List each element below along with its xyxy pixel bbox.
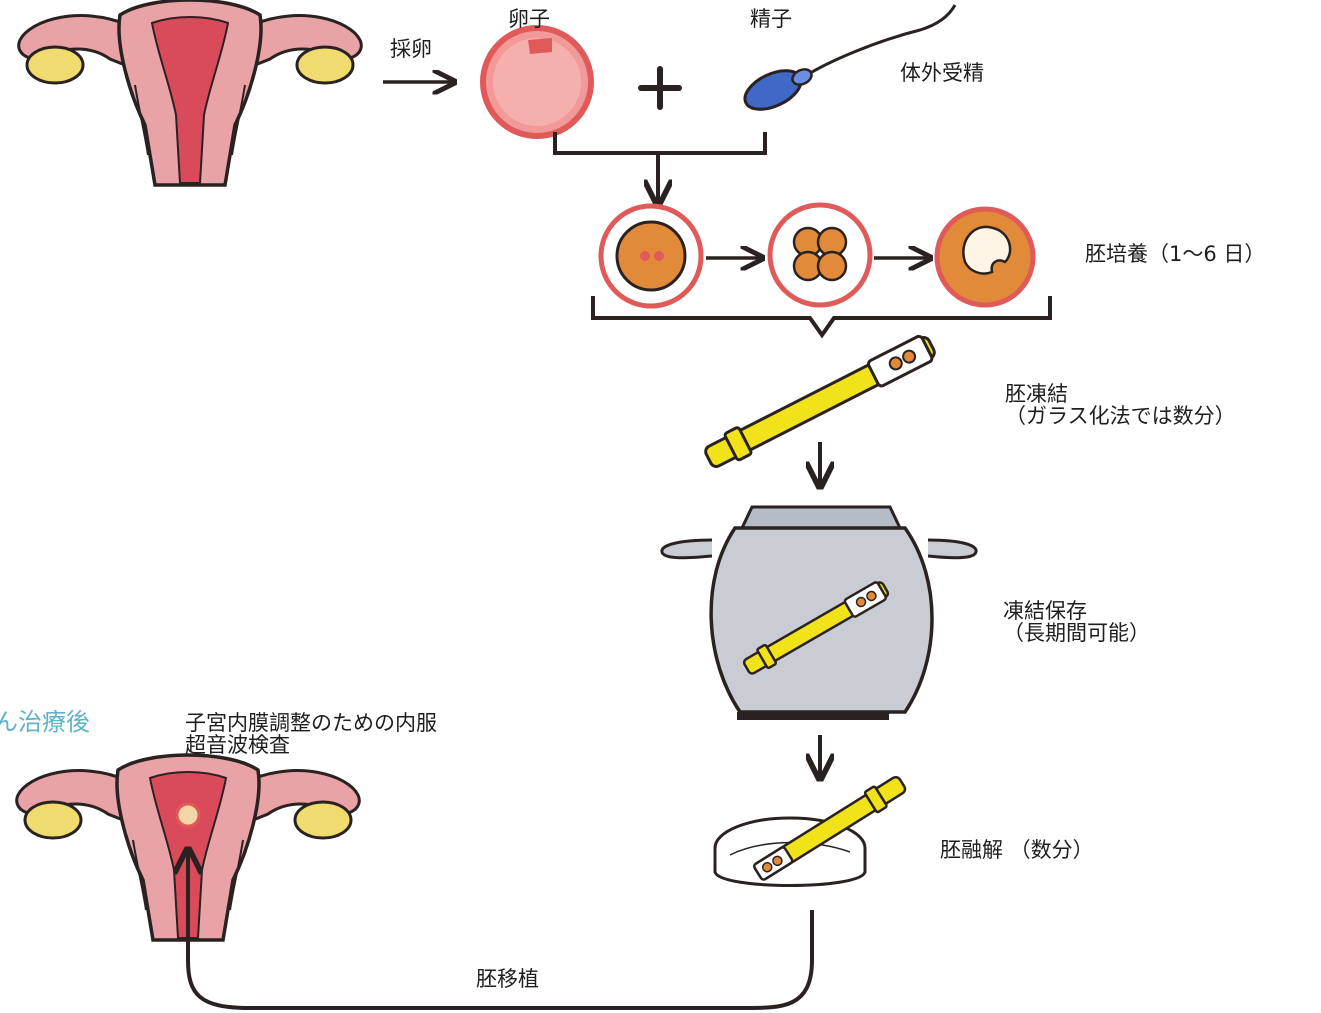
label-storage-line2: （長期間可能） <box>1003 622 1150 645</box>
thaw-dish-illustration <box>715 773 908 886</box>
bracket-fertilization <box>555 132 765 153</box>
label-embryo-thaw: 胚融解 （数分） <box>940 839 1094 862</box>
label-storage-line1: 凍結保存 <box>1003 600 1087 623</box>
embryo-stage-1 <box>601 206 701 306</box>
label-after-treatment: ん治療後 <box>0 711 90 734</box>
label-freeze-line2: （ガラス化法では数分） <box>1005 405 1236 428</box>
label-ivf: 体外受精 <box>900 62 984 85</box>
storage-tank-illustration <box>662 507 976 720</box>
label-freeze-line1: 胚凍結 <box>1005 383 1068 406</box>
label-egg-retrieval: 採卵 <box>390 38 432 61</box>
label-endometrium-prep-line2: 超音波検査 <box>185 734 290 757</box>
label-embryo-culture: 胚培養（1〜6 日） <box>1085 243 1265 266</box>
label-egg: 卵子 <box>508 8 550 31</box>
uterus-top-illustration <box>19 0 362 185</box>
plus-icon <box>641 69 679 107</box>
label-embryo-transfer: 胚移植 <box>476 968 539 991</box>
embryo-stage-2 <box>770 205 870 305</box>
embryo-stage-3 <box>937 209 1033 305</box>
label-sperm: 精子 <box>750 8 792 31</box>
egg-illustration <box>483 28 591 136</box>
label-endometrium-prep-line1: 子宮内膜調整のための内服 <box>185 712 437 735</box>
